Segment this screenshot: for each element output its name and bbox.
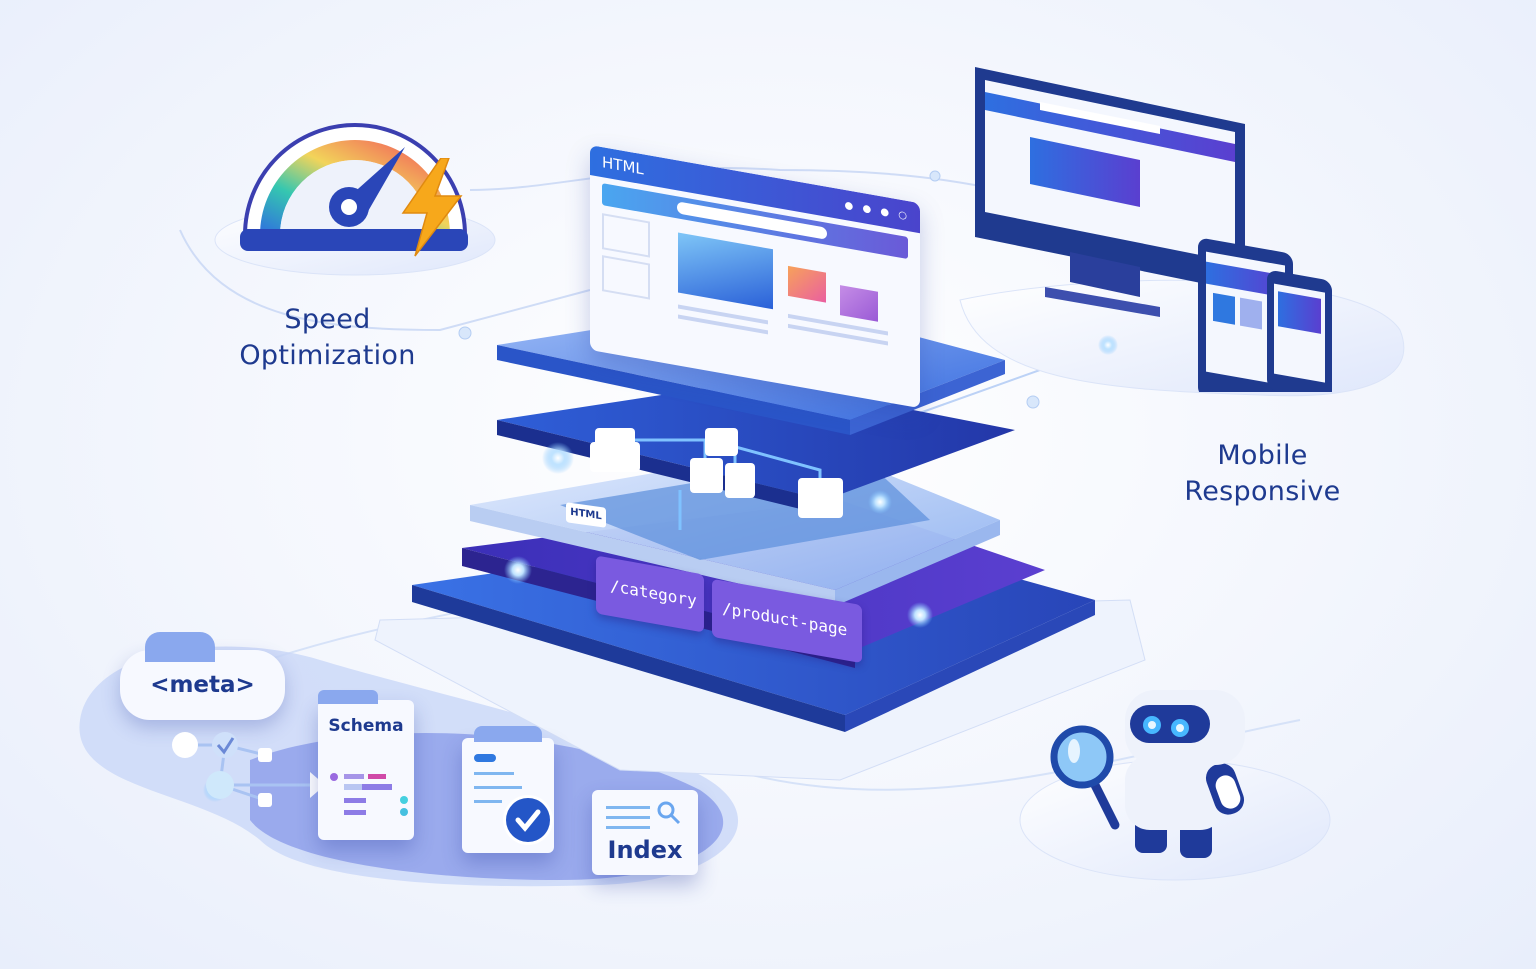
magnifying-glass-icon xyxy=(1050,725,1120,830)
arrow-icon xyxy=(310,772,320,798)
lightning-bolt-icon xyxy=(401,158,463,257)
index-card-title: Index xyxy=(607,836,683,864)
schema-card: Schema xyxy=(318,690,414,840)
site-tree-diagram xyxy=(590,428,843,530)
speed-optimization-label: Speed Optimization xyxy=(230,302,425,374)
mobile-label-line1: Mobile xyxy=(1217,440,1308,471)
speed-label-line2: Optimization xyxy=(239,340,416,371)
validated-document-card xyxy=(462,726,554,853)
window-title: HTML xyxy=(602,153,644,179)
schema-card-title: Schema xyxy=(328,716,404,736)
thumbnail-orange xyxy=(788,265,826,303)
window-dots-icon: ● ● ● ○ xyxy=(844,199,910,223)
mobile-label-line2: Responsive xyxy=(1184,476,1341,507)
speedometer-icon xyxy=(240,123,468,251)
responsive-devices-icon xyxy=(975,67,1332,392)
hero-image-placeholder xyxy=(678,232,773,310)
mobile-responsive-label: Mobile Responsive xyxy=(1170,438,1355,510)
meta-tag-text: <meta> xyxy=(150,672,255,698)
speed-label-line1: Speed xyxy=(284,304,371,335)
meta-tag-cloud: <meta> xyxy=(120,632,285,720)
crawler-robot-icon xyxy=(1050,690,1245,858)
checkmark-icon xyxy=(506,798,550,842)
index-card: Index xyxy=(592,790,698,875)
check-small-icon xyxy=(216,737,235,755)
node-graph-icon xyxy=(172,732,320,807)
magnifier-icon xyxy=(657,801,681,825)
thumbnail-purple xyxy=(840,285,878,322)
